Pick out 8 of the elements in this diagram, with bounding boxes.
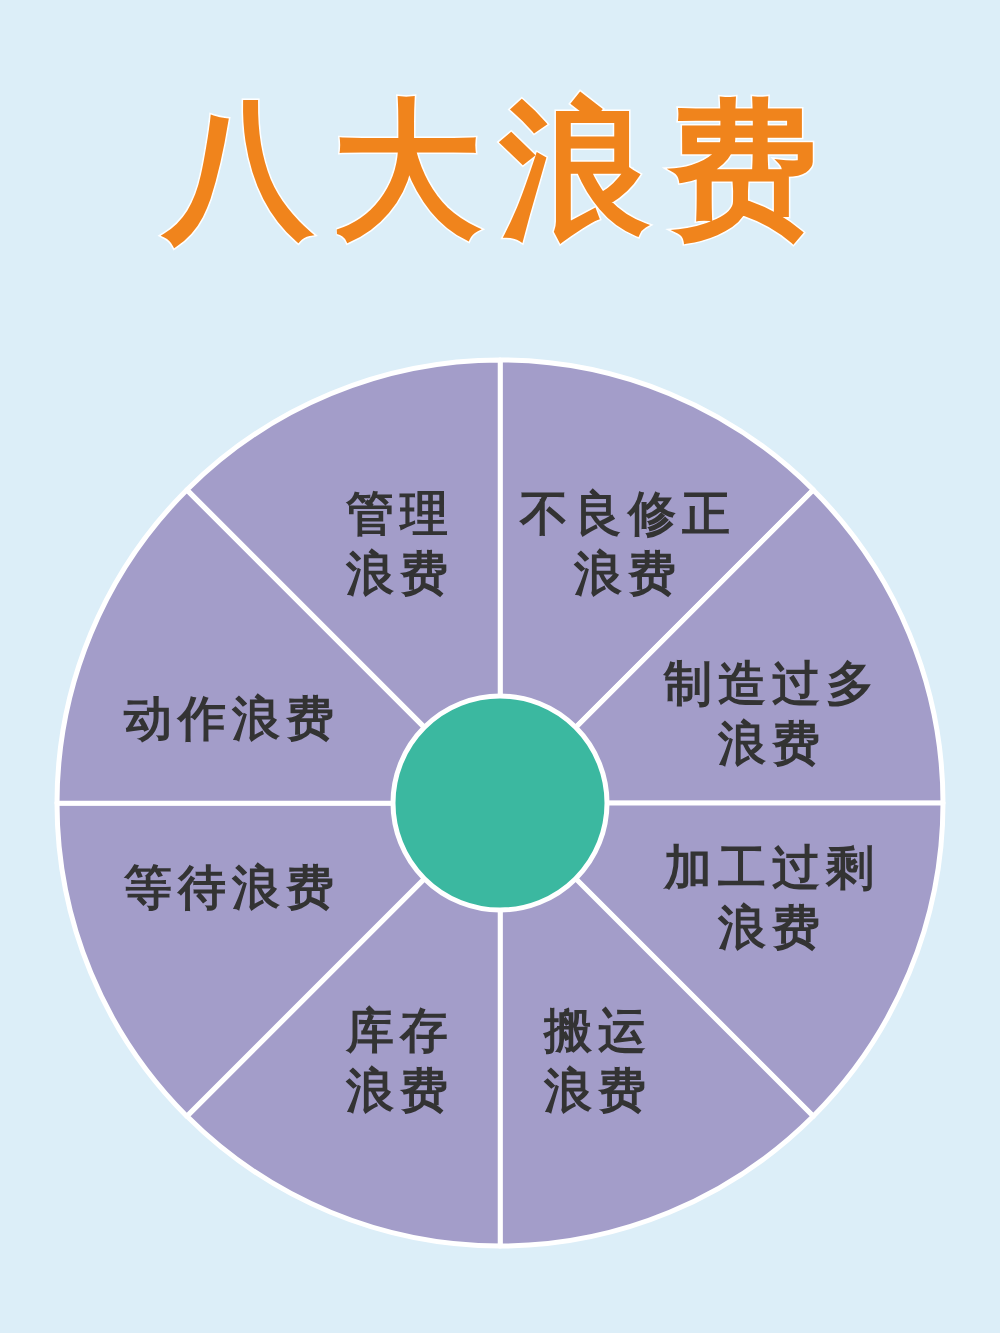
sector-label: 搬运浪费 (542, 1001, 653, 1120)
sector-label: 动作浪费 (122, 689, 341, 748)
sector-label: 不良修正浪费 (518, 484, 737, 603)
sector-label: 制造过多浪费 (662, 654, 881, 773)
sector-label: 加工过剩浪费 (662, 838, 881, 957)
sector-label: 等待浪费 (123, 858, 341, 917)
sector-label: 管理浪费 (345, 484, 455, 603)
sector-label: 库存浪费 (345, 1001, 455, 1120)
